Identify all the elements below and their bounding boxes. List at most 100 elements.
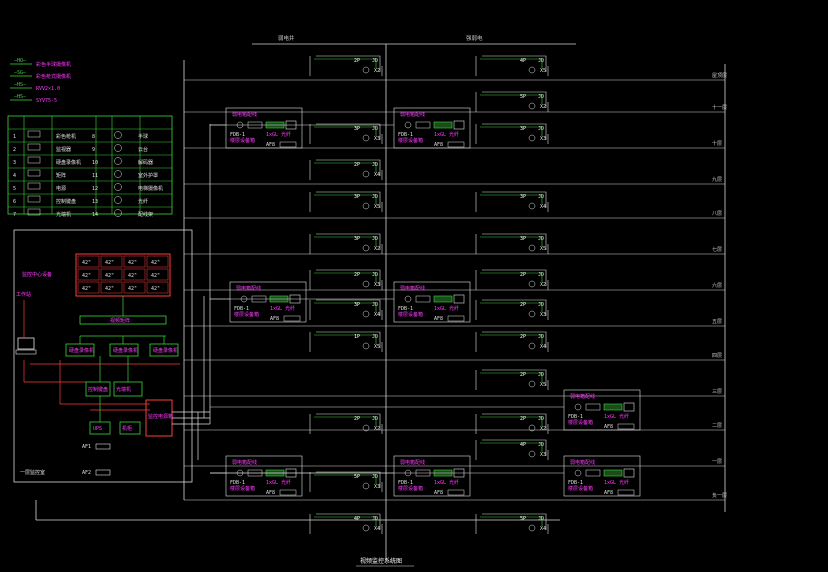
keyboard-label: 控制键盘 xyxy=(88,386,108,393)
camera-cable xyxy=(309,123,381,144)
table-cell: 3 xyxy=(13,160,16,166)
camera-icon xyxy=(362,170,370,178)
legend-item: —HO— 彩色半球摄像机 xyxy=(10,58,71,68)
panel-af: AF8 xyxy=(266,490,275,496)
floor-label: 负一层 xyxy=(712,492,727,499)
table-cell: 1 xyxy=(13,134,16,140)
table-cell: 矩阵 xyxy=(56,172,66,179)
camera-cable xyxy=(475,233,547,254)
camera-tag: X2 xyxy=(374,426,380,432)
camera-cable-green xyxy=(480,272,543,282)
monitor-cell-label: 42" xyxy=(82,286,91,292)
camera-count: 2P xyxy=(520,334,526,340)
monitor-cell xyxy=(100,255,123,268)
legend-desc: 彩色枪式摄像机 xyxy=(36,73,71,80)
camera-cable xyxy=(309,413,381,434)
table-symbol-icon xyxy=(114,131,122,139)
floor-label: 四层 xyxy=(712,353,722,359)
camera-count: 4P xyxy=(354,516,360,522)
panel-title: 弱电箱配线 xyxy=(570,393,595,400)
camera-cable-green xyxy=(480,58,543,68)
camera-cable-green xyxy=(314,58,377,68)
camera-cable xyxy=(475,269,547,290)
camera-tag: JD xyxy=(372,162,378,168)
camera-icon xyxy=(528,310,536,318)
camera-tag: JD xyxy=(538,516,544,522)
panel-af-box xyxy=(279,141,297,148)
panel-line: 1xGL 光纤 xyxy=(604,413,629,420)
camera-icon xyxy=(528,202,536,210)
table-symbol-icon xyxy=(27,143,41,151)
panel-line: 楼层设备箱 xyxy=(398,311,423,318)
panel-note: FDB-1 xyxy=(398,306,413,312)
legend-code: —HS— xyxy=(14,82,27,88)
panel-note: FDB-1 xyxy=(230,132,245,138)
camera-count: 3P xyxy=(520,194,526,200)
line-legend: —HO— 彩色半球摄像机 —SG— 彩色枪式摄像机 —HS— RVV2×1.0 … xyxy=(10,58,71,104)
camera-tag: X2 xyxy=(374,246,380,252)
monitor-cell-label: 42" xyxy=(128,273,137,279)
panel-note: FDB-1 xyxy=(568,414,583,420)
panel-note: FDB-1 xyxy=(230,480,245,486)
legend-desc: SYV75-5 xyxy=(36,98,57,104)
ups-label: UPS xyxy=(93,426,102,432)
header-right-label: 强弱电 xyxy=(466,34,483,42)
camera-tag: X3 xyxy=(540,452,546,458)
panel-frame xyxy=(563,389,641,431)
panel-af: AF8 xyxy=(266,142,275,148)
camera-count: 2P xyxy=(520,372,526,378)
floor-label: 三层 xyxy=(712,389,722,395)
camera-cable xyxy=(309,471,381,492)
camera-count: 5P xyxy=(520,94,526,100)
legend-desc: 彩色半球摄像机 xyxy=(36,61,71,68)
monitor-cell-label: 42" xyxy=(105,286,114,292)
camera-tag: JD xyxy=(538,372,544,378)
table-symbol-icon xyxy=(114,209,122,217)
camera-tag: X3 xyxy=(374,282,380,288)
legend-code: —SG— xyxy=(14,70,27,76)
monitor-cell-label: 42" xyxy=(128,286,137,292)
camera-tag: JD xyxy=(538,94,544,100)
camera-tag: X3 xyxy=(374,136,380,142)
table-cell: 4 xyxy=(13,173,16,179)
legend-item: —HS— RVV2×1.0 xyxy=(10,82,60,92)
camera-tag: JD xyxy=(372,302,378,308)
table-cell: 控制键盘 xyxy=(56,198,76,205)
camera-count: 3P xyxy=(354,126,360,132)
camera-cable xyxy=(309,55,381,76)
camera-cable xyxy=(309,159,381,180)
table-cell: 光端机 xyxy=(56,211,71,218)
camera-icon xyxy=(528,524,536,532)
panel-line: 楼层设备箱 xyxy=(230,485,255,492)
camera-cable-green xyxy=(314,272,377,282)
camera-count: 2P xyxy=(520,272,526,278)
camera-tag: X2 xyxy=(540,282,546,288)
camera-count: 2P xyxy=(354,162,360,168)
control-room-title: 监控中心设备 xyxy=(22,271,52,278)
panel-title: 弱电箱配线 xyxy=(570,459,595,466)
panel-box-green xyxy=(603,403,623,411)
table-symbol-icon xyxy=(114,157,122,165)
panel-line: 楼层设备箱 xyxy=(568,419,593,426)
camera-tag: X4 xyxy=(540,204,546,210)
monitor-cell-label: 42" xyxy=(105,260,114,266)
camera-cable xyxy=(309,191,381,212)
camera-tag: JD xyxy=(538,302,544,308)
camera-cable-green xyxy=(480,334,543,344)
monitor-cell xyxy=(100,281,123,294)
camera-tag: X2 xyxy=(540,104,546,110)
table-cell: 监视器 xyxy=(56,146,71,153)
panel-note: FDB-1 xyxy=(398,132,413,138)
table-cell: 电梯摄像机 xyxy=(138,185,163,192)
camera-tag: JD xyxy=(538,126,544,132)
panel-frame xyxy=(393,455,471,497)
